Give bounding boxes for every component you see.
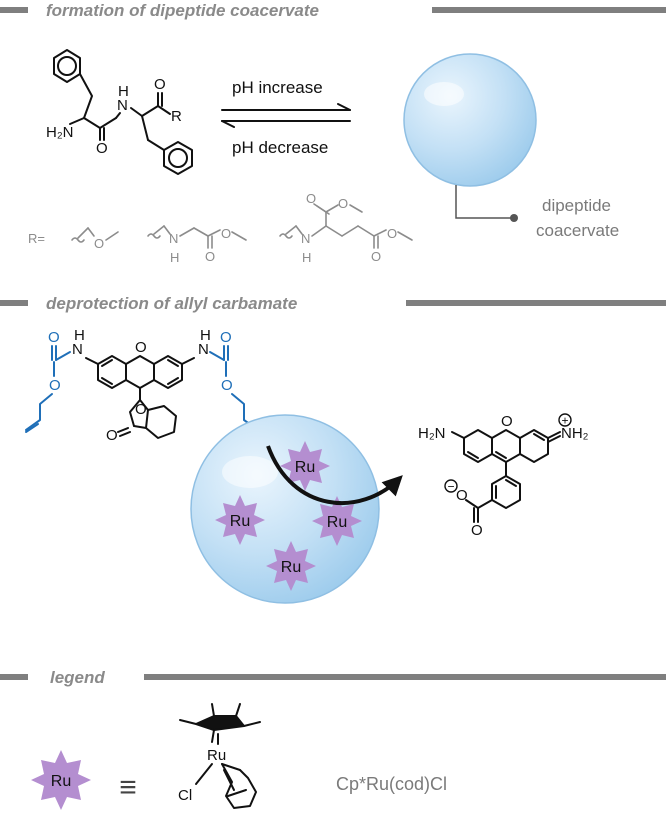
xanthene-ring-center — [125, 355, 155, 389]
section-title-deprotection: deprotection of allyl carbamate — [46, 294, 297, 313]
legend-cl-atom: Cl — [178, 787, 192, 804]
section-title-legend: legend — [50, 668, 105, 687]
xanthene-ring-right — [153, 355, 183, 389]
product-carboxylate-o2: O — [471, 522, 483, 539]
r3-carbonyl-oxygen-1: O — [306, 191, 316, 206]
coacervate-droplet: dipeptide coacervate — [403, 53, 619, 240]
ru-catalyst-star-4: Ru — [266, 541, 316, 591]
allyl-carbamate-substrate: O O O N H O O N H O O — [25, 327, 259, 444]
dipeptide-structure: H₂N O N H O R — [46, 49, 193, 175]
ru-catalyst-star-3: Ru — [312, 496, 362, 546]
section-header-formation: formation of dipeptide coacervate — [0, 1, 666, 20]
phenyl-ring-bottom — [163, 141, 193, 175]
r-group-label: R — [171, 108, 182, 125]
r3-carbonyl-oxygen-2: O — [371, 249, 381, 264]
oxygen-label-1: O — [96, 140, 108, 157]
ru-label-4: Ru — [281, 559, 301, 576]
r1-oxygen: O — [94, 236, 104, 251]
equilibrium-arrows: pH increase pH decrease — [221, 78, 351, 157]
r3-nitrogen: N — [301, 231, 310, 246]
left-carbamate-carbonyl-o: O — [48, 329, 60, 346]
right-carbamate-n: N — [198, 341, 209, 358]
product-benzoate-ring — [491, 475, 521, 509]
amide-h-label: H — [118, 83, 129, 100]
section-title-formation: formation of dipeptide coacervate — [46, 1, 319, 20]
right-carbamate-ester-o: O — [221, 377, 233, 394]
r-group-options: R= O N H O O N H O O — [28, 191, 413, 265]
left-carbamate-n: N — [72, 341, 83, 358]
r3-ester-oxygen-2: O — [387, 226, 397, 241]
legend-equivalence: ≡ — [119, 771, 137, 804]
legend-ru-atom: Ru — [207, 747, 226, 764]
left-carbamate-h: H — [74, 327, 85, 344]
amide-n-label: N — [117, 97, 128, 114]
coacervate-label-line2: coacervate — [536, 221, 619, 240]
ph-increase-label: pH increase — [232, 78, 323, 97]
product-xanthene-oxygen: O — [501, 413, 513, 430]
lactone-benzene — [145, 405, 177, 439]
section-header-deprotection: deprotection of allyl carbamate — [0, 294, 666, 313]
product-iminium-right: NH₂ — [561, 425, 589, 442]
xanthene-oxygen: O — [135, 339, 147, 356]
reaction-arrow — [266, 445, 403, 505]
r2-carbonyl-oxygen: O — [205, 249, 215, 264]
product-plus-charge: + — [561, 414, 568, 428]
r3-ester-oxygen-1: O — [338, 196, 348, 211]
coacervate-label-line1: dipeptide — [542, 196, 611, 215]
ru-label-1: Ru — [295, 459, 315, 476]
lactone-oxygen: O — [135, 401, 147, 418]
ru-label-2: Ru — [230, 513, 250, 530]
r3-hydrogen: H — [302, 250, 311, 265]
legend-catalyst-structure: Ru Cl — [178, 703, 261, 809]
rhodamine-product: O H₂N NH₂ + O O − — [418, 413, 589, 539]
product-ring-right — [519, 429, 549, 463]
ph-decrease-label: pH decrease — [232, 138, 328, 157]
ru-label-3: Ru — [327, 514, 347, 531]
ru-catalyst-star-2: Ru — [215, 495, 265, 545]
lactone-carbonyl-oxygen: O — [106, 427, 118, 444]
right-carbamate-carbonyl-o: O — [220, 329, 232, 346]
section-header-legend: legend — [0, 668, 666, 687]
coacervate-reactor — [190, 414, 380, 604]
right-carbamate-h: H — [200, 327, 211, 344]
product-minus-charge: − — [447, 480, 454, 494]
r2-ester-oxygen: O — [221, 226, 231, 241]
left-carbamate-ester-o: O — [49, 377, 61, 394]
r2-hydrogen: H — [170, 250, 179, 265]
product-amine-left: H₂N — [418, 425, 446, 442]
ru-catalyst-star-1: Ru — [280, 441, 330, 491]
amine-label: H₂N — [46, 124, 74, 141]
oxygen-label-2: O — [154, 76, 166, 93]
r2-nitrogen: N — [169, 231, 178, 246]
legend-ru-label: Ru — [51, 773, 71, 790]
legend-catalyst-formula: Cp*Ru(cod)Cl — [336, 774, 447, 794]
product-carboxylate-o1: O — [456, 487, 468, 504]
legend-ru-star: Ru — [31, 750, 91, 810]
r-equals-label: R= — [28, 231, 45, 246]
